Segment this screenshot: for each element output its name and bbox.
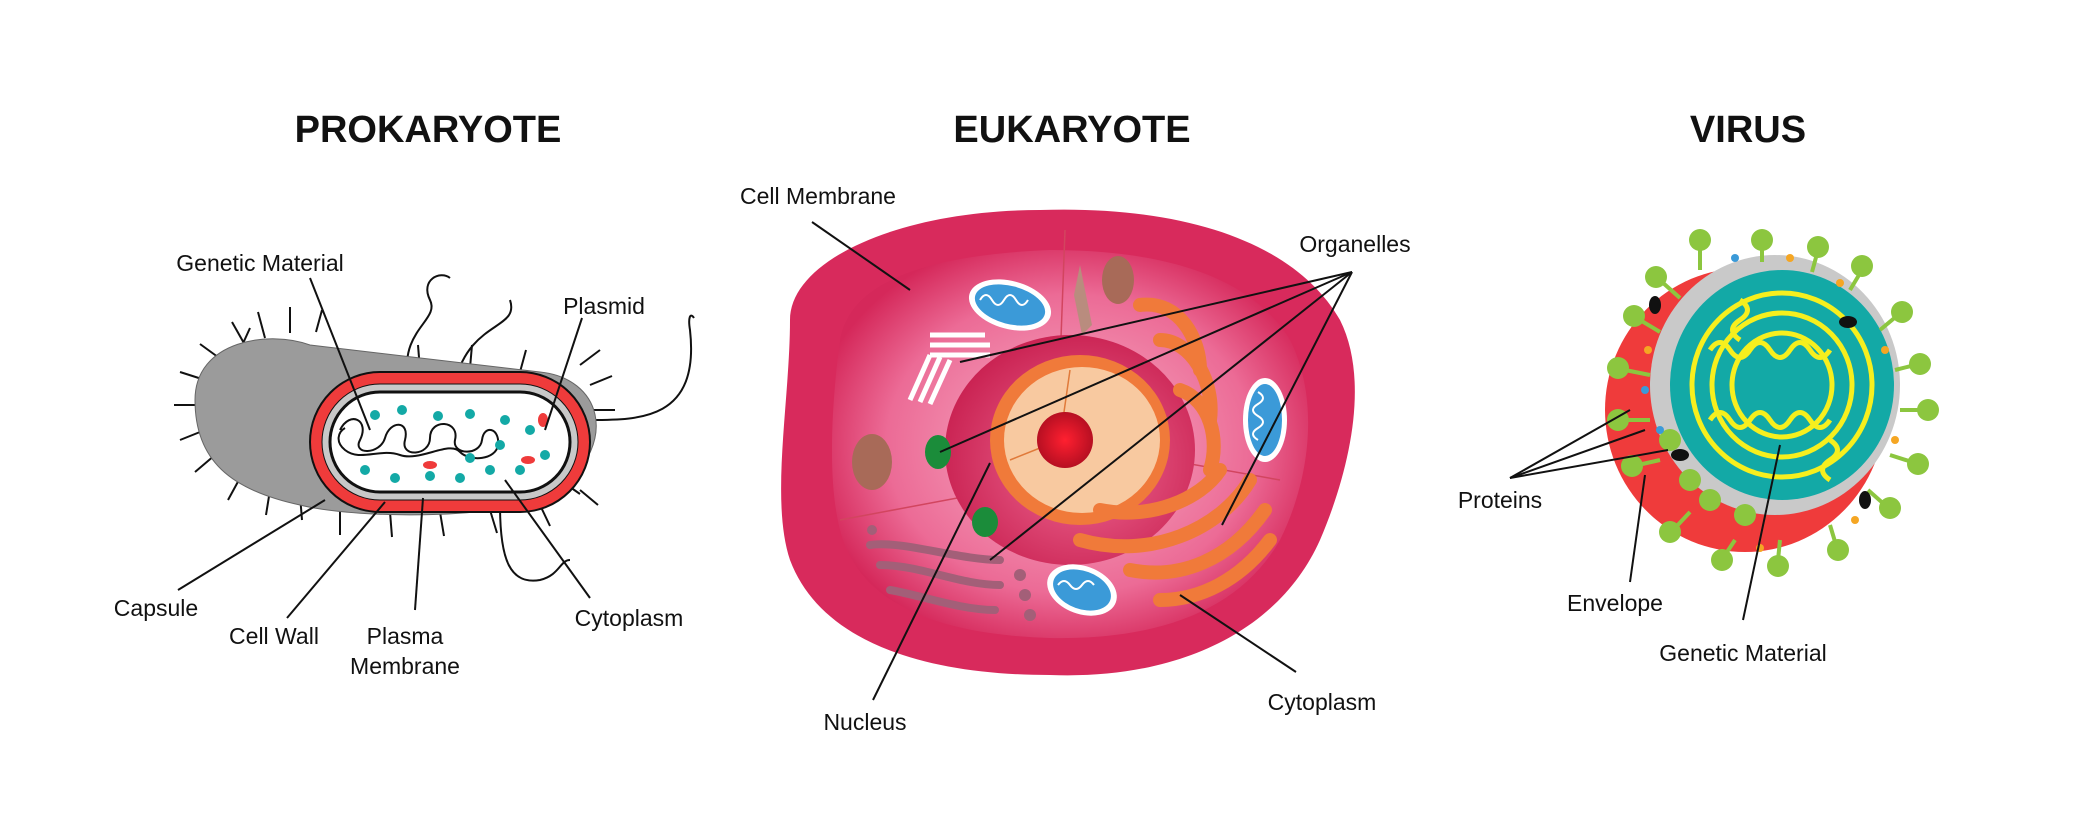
virus-title: VIRUS (1690, 109, 1806, 151)
label-nucleus: Nucleus (823, 709, 906, 735)
label-plasma-membrane-1: Plasma (367, 623, 444, 649)
label-plasma-membrane-2: Membrane (350, 653, 460, 679)
label-capsule: Capsule (114, 595, 198, 621)
ribosomes (360, 405, 550, 483)
label-organelles: Organelles (1299, 231, 1410, 257)
capsid (1670, 270, 1894, 500)
prokaryote-title: PROKARYOTE (295, 109, 562, 151)
nucleolus (1037, 412, 1093, 468)
golgi-apparatus (866, 540, 1004, 614)
spike-proteins (1607, 229, 1939, 577)
mitochondrion-2 (1243, 378, 1287, 462)
mitochondrion-3 (1047, 564, 1117, 616)
virus-illustration (1605, 229, 1939, 577)
label-cytoplasm: Cytoplasm (1268, 689, 1377, 715)
eukaryote-leaders (811, 221, 1353, 701)
label-cell-membrane: Cell Membrane (740, 183, 896, 209)
endoplasmic-reticulum (1073, 297, 1277, 607)
eukaryote-panel: EUKARYOTE (740, 109, 1411, 735)
label-cell-wall: Cell Wall (229, 623, 319, 649)
vesicle-brown-2 (1102, 256, 1134, 304)
centrioles (907, 332, 990, 406)
label-cytoplasm: Cytoplasm (575, 605, 684, 631)
label-proteins: Proteins (1458, 487, 1542, 513)
virus-panel: VIRUS (1458, 109, 1939, 666)
label-genetic-material: Genetic Material (1659, 640, 1826, 666)
nucleoid (337, 418, 500, 460)
mitochondrion-1 (968, 279, 1052, 331)
surface-dots (1641, 254, 1899, 552)
eukaryote-illustration (781, 209, 1355, 676)
golgi-brown (1074, 265, 1092, 335)
plasmids (423, 413, 548, 469)
label-genetic-material: Genetic Material (176, 250, 343, 276)
cytoplasm (328, 390, 572, 494)
viral-rna (1689, 290, 1875, 483)
label-plasmid: Plasmid (563, 293, 645, 319)
black-proteins (1649, 296, 1871, 509)
prokaryote-leaders (177, 277, 591, 619)
organelle-green-2 (972, 507, 998, 537)
golgi-vesicles (867, 525, 1036, 621)
prokaryote-illustration (174, 274, 695, 582)
prokaryote-panel: PROKARYOTE (114, 109, 695, 679)
organelle-green-1 (925, 435, 951, 469)
vesicle-brown-1 (852, 434, 892, 490)
label-envelope: Envelope (1567, 590, 1663, 616)
virus-leaders (1509, 409, 1781, 621)
eukaryote-title: EUKARYOTE (953, 109, 1190, 151)
